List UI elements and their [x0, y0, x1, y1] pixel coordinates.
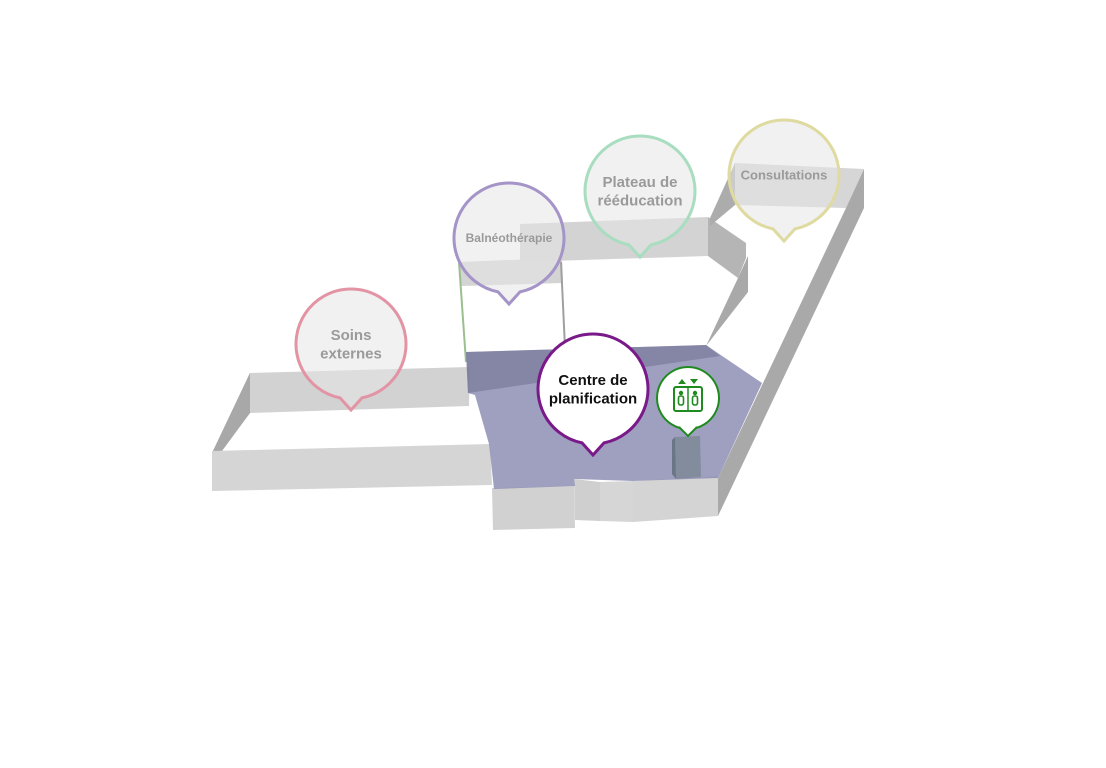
- pin-balneo[interactable]: Balnéothérapie: [452, 181, 566, 307]
- wall-central-front-3: [600, 481, 633, 522]
- elevator-shaft: [675, 436, 701, 479]
- pin-balneo-bubble[interactable]: [452, 181, 566, 307]
- pin-consultations-label: Consultations: [741, 168, 828, 183]
- elevator-pin-tail: [678, 426, 698, 438]
- location-pins: Soins externes Balnéothérapie Plateau de réé…: [294, 118, 841, 458]
- wall-central-front-4: [633, 476, 718, 522]
- elevator-pin[interactable]: [656, 366, 720, 438]
- pin-consultations[interactable]: Consultations: [727, 118, 841, 244]
- wall-balneo-left-edge: [458, 261, 467, 363]
- pin-plateau[interactable]: Plateau de rééducation: [583, 134, 697, 260]
- pin-plateau-label: Plateau de: [602, 174, 677, 191]
- wall-central-front-2: [574, 479, 600, 521]
- pin-soins-label: externes: [320, 346, 382, 363]
- wall-left-wing-front: [212, 444, 492, 491]
- pin-balneo-label: Balnéothérapie: [466, 231, 553, 245]
- wall-left-wing-end: [213, 373, 250, 451]
- pin-plateau-bubble[interactable]: [583, 134, 697, 260]
- pin-soins[interactable]: Soins externes: [294, 287, 408, 413]
- wall-plateau-right: [706, 256, 748, 346]
- pin-centre[interactable]: Centre de planification: [536, 332, 650, 458]
- wall-plateau-corner: [708, 217, 746, 278]
- pin-centre-label: Centre de: [558, 372, 627, 389]
- wall-consult-right: [718, 169, 864, 516]
- pin-soins-bubble[interactable]: [294, 287, 408, 413]
- wall-central-front-1: [492, 486, 575, 530]
- wall-balneo-right-edge: [560, 261, 566, 349]
- elevator-icon: [673, 379, 703, 412]
- pin-plateau-label: rééducation: [597, 193, 682, 210]
- pin-centre-label: planification: [549, 391, 637, 408]
- pin-consultations-bubble[interactable]: [727, 118, 841, 244]
- elevator-shaft-side: [672, 437, 676, 479]
- pin-soins-label: Soins: [331, 327, 372, 344]
- pin-centre-bubble[interactable]: [536, 332, 650, 458]
